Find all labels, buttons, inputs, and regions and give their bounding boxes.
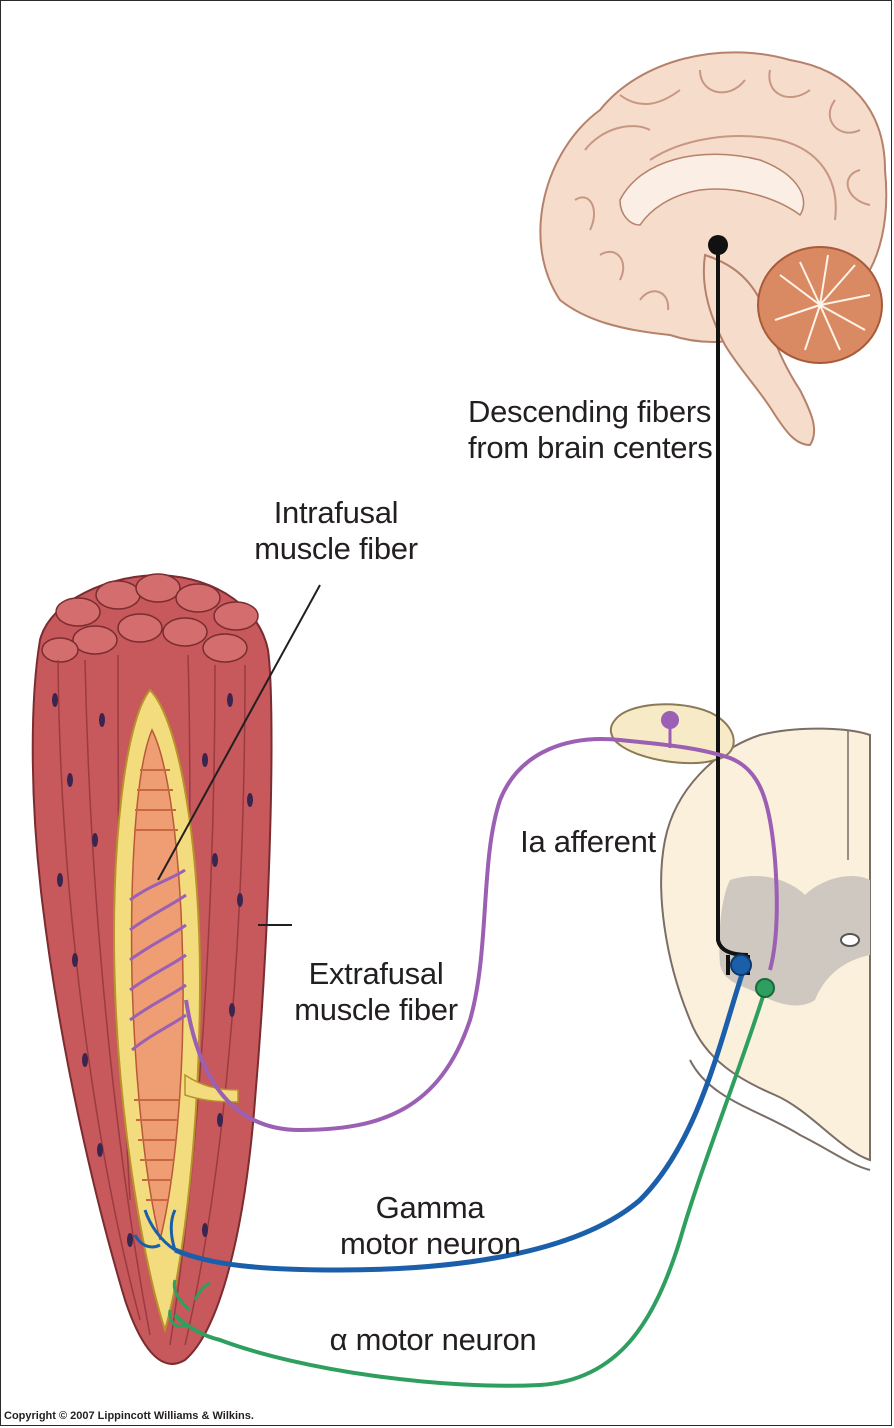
label-gamma-line-1: Gamma [340, 1190, 520, 1226]
label-ia-afferent-text: Ia afferent [518, 824, 658, 860]
label-extrafusal-line-1: Extrafusal [288, 956, 464, 992]
label-intrafusal-line-1: Intrafusal [248, 495, 424, 531]
label-descending-fibers: Descending fibers from brain centers [468, 394, 708, 466]
label-gamma-line-2: motor neuron [340, 1226, 520, 1262]
label-ia-afferent: Ia afferent [518, 824, 658, 860]
brain [540, 52, 886, 445]
label-extrafusal-line-2: muscle fiber [288, 992, 464, 1028]
gamma-motor-neuron-soma [731, 955, 751, 975]
label-descending-line-1: Descending fibers [468, 394, 708, 430]
ganglion-cell-body [661, 711, 679, 729]
label-intrafusal: Intrafusal muscle fiber [248, 495, 424, 567]
spinal-cord [611, 704, 870, 1170]
label-descending-line-2: from brain centers [468, 430, 708, 466]
copyright-notice: Copyright © 2007 Lippincott Williams & W… [4, 1410, 254, 1422]
central-canal [841, 934, 859, 946]
label-intrafusal-line-2: muscle fiber [248, 531, 424, 567]
label-alpha-text: α motor neuron [318, 1322, 548, 1358]
label-gamma-motor-neuron: Gamma motor neuron [340, 1190, 520, 1262]
alpha-motor-neuron-soma [756, 979, 774, 997]
label-alpha-motor-neuron: α motor neuron [318, 1322, 548, 1358]
label-extrafusal: Extrafusal muscle fiber [288, 956, 464, 1028]
